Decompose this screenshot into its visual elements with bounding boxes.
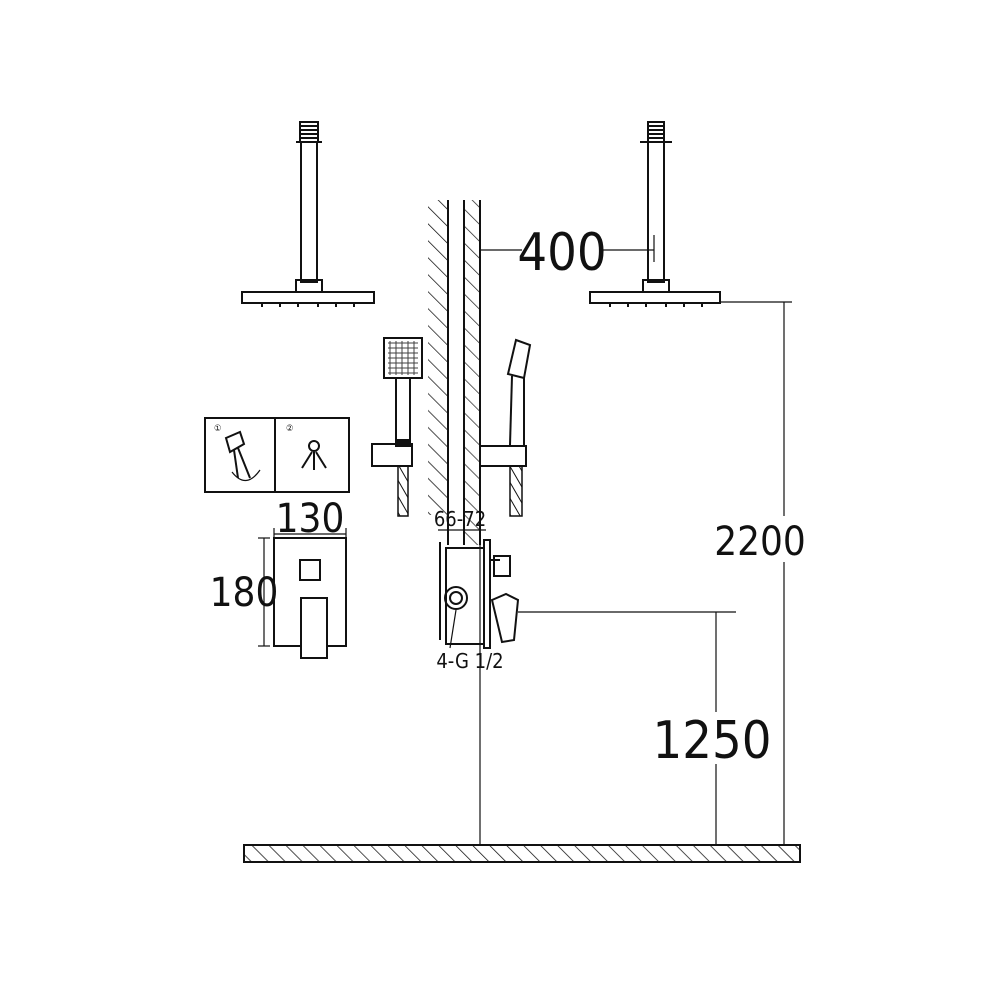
- connection-label: 4-G 1/2: [436, 649, 503, 673]
- plate-height-label: 180: [210, 570, 279, 616]
- valve-box-side-view: 66-72 4-G 1/2: [434, 507, 736, 673]
- hand-shower-side-icon: [479, 338, 532, 517]
- plate-width-label: 130: [276, 496, 345, 542]
- valve-height-dimension: 1250: [652, 612, 772, 845]
- position-1-label: ①: [214, 424, 221, 434]
- lever-rotate-icon: [301, 440, 327, 470]
- wall-section: [428, 200, 481, 845]
- left-shower-head-icon: [241, 121, 375, 307]
- arm-offset-label: 400: [517, 223, 606, 283]
- position-2-label: ②: [286, 424, 293, 434]
- valve-height-label: 1250: [652, 711, 771, 771]
- arm-offset-dimension: 400: [480, 223, 655, 283]
- lever-up-icon: [224, 430, 261, 482]
- diverter-panel: ① ②: [204, 417, 350, 493]
- overhead-height-dimension: 2200: [714, 301, 806, 845]
- box-depth-label: 66-72: [434, 507, 486, 531]
- right-shower-head-icon: [589, 121, 721, 307]
- faceplate-view: 130 180: [210, 496, 347, 659]
- overhead-height-label: 2200: [714, 519, 806, 565]
- floor-section: [243, 844, 801, 863]
- hand-shower-front-icon: [371, 337, 423, 517]
